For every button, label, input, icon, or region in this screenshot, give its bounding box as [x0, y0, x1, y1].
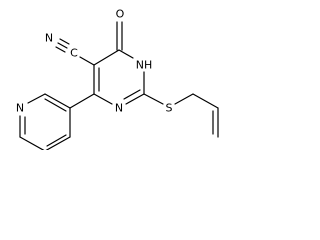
bond-c5-cn [79, 56, 95, 66]
bond-pyr-c5-c6 [45, 136, 71, 150]
bond-ch2-ch [192, 93, 219, 109]
bond-cn-triple-2 [59, 38, 70, 45]
bond-c6-n1 [93, 93, 113, 105]
bond-cn-triple-1 [57, 42, 68, 49]
bond-pyr-c4-c5 [19, 136, 45, 150]
ring-n-label: N [115, 102, 123, 115]
bond-pyr-c1-c2-double [44, 98, 67, 112]
bond-s-ch2 [174, 93, 194, 105]
bond-cn-triple-3 [55, 46, 66, 53]
atom-labels: O N C NH N S N [16, 8, 173, 115]
bond-c4-c5 [93, 49, 120, 66]
bond-n1-c2-double [123, 89, 141, 100]
molecule-structure: O N C NH N S N [16, 8, 219, 150]
bond-pyr-c5-c6-double [46, 134, 67, 147]
nitrile-n-label: N [45, 32, 53, 45]
bond-pyr-c2-n [27, 93, 46, 104]
sulfur-label: S [166, 102, 173, 115]
bond-n1-c2 [125, 93, 145, 105]
bonds [19, 21, 219, 150]
bond-n3-c4 [118, 49, 134, 59]
bond-pyr-c1-c2 [44, 93, 71, 109]
nitrile-c-label: C [70, 47, 78, 60]
bond-c2-s [143, 93, 164, 105]
oxygen-label: O [116, 8, 125, 21]
ring-nh-label: NH [136, 59, 153, 72]
pyridine-n-label: N [16, 102, 24, 115]
bond-c6-pyr [69, 93, 95, 109]
